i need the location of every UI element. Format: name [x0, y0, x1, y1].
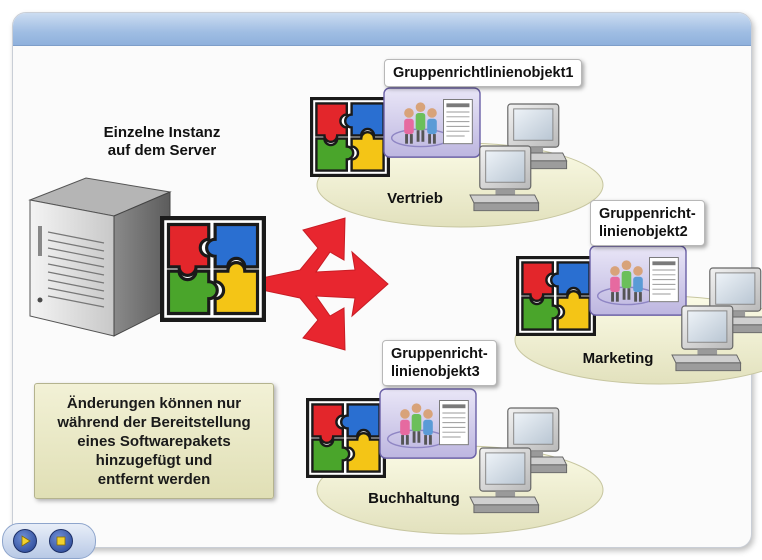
office-puzzle-icon — [158, 214, 268, 324]
users-group-icon — [383, 87, 481, 158]
users-group-icon — [379, 388, 477, 459]
gpo-label-line1: Gruppenricht- — [391, 346, 488, 362]
stop-icon — [56, 536, 66, 546]
office-puzzle-icon — [308, 95, 392, 179]
note-text: Änderungen können nur während der Bereit… — [57, 394, 251, 488]
gpo-label-line2: linienobjekt2 — [599, 224, 688, 240]
office-puzzle-icon — [514, 254, 598, 338]
note-box: Änderungen können nur während der Bereit… — [34, 383, 274, 499]
computer-icon — [469, 145, 540, 212]
gpo-callout-2: Gruppenricht- linienobjekt2 — [590, 200, 705, 246]
computer-icon — [671, 305, 742, 372]
gpo-label: Gruppenrichtlinienobjekt1 — [393, 65, 574, 81]
play-icon — [21, 535, 31, 547]
group-name-marketing: Marketing — [582, 350, 654, 367]
slide-navigation — [2, 523, 96, 559]
group-name-vertrieb: Vertrieb — [387, 190, 443, 207]
slide-title-bar — [13, 13, 751, 46]
users-group-icon — [589, 245, 687, 316]
server-label-line2: auf dem Server — [107, 142, 217, 159]
distribution-arrow — [261, 217, 389, 351]
group-name-buchhaltung: Buchhaltung — [368, 490, 460, 507]
stop-button[interactable] — [49, 529, 73, 553]
server-label-line1: Einzelne Instanz — [103, 124, 221, 141]
server-label: Einzelne Instanz auf dem Server — [72, 124, 252, 160]
gpo-callout-3: Gruppenricht- linienobjekt3 — [382, 340, 497, 386]
gpo-callout-1: Gruppenrichtlinienobjekt1 — [384, 59, 583, 87]
play-button[interactable] — [13, 529, 37, 553]
server-tower-icon — [28, 177, 172, 337]
gpo-label-line2: linienobjekt3 — [391, 364, 480, 380]
office-puzzle-icon — [304, 396, 388, 480]
gpo-label-line1: Gruppenricht- — [599, 206, 696, 222]
